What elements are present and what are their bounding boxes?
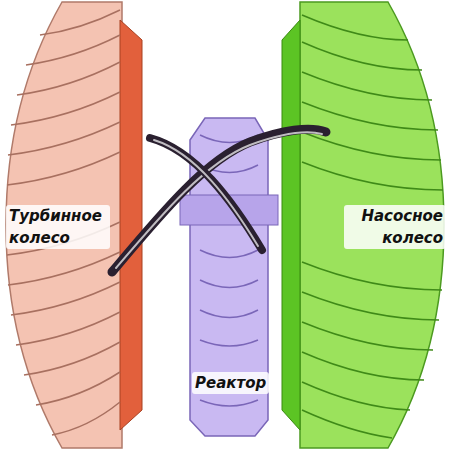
flow-blade: [150, 138, 262, 250]
part-name: Насосное колесо: [344, 205, 446, 249]
turbine-inner-ring: [120, 20, 142, 430]
flow-blade-highlight: [154, 140, 258, 246]
flow-blade-highlight: [116, 132, 322, 268]
flow-blade: [112, 129, 326, 272]
part-name: Реактор: [192, 372, 269, 394]
turbine-blades: [7, 10, 120, 435]
turbine-wheel: [6, 2, 122, 448]
pump-inner-ring: [282, 20, 300, 430]
part-name: Турбинное колесо: [6, 205, 110, 249]
